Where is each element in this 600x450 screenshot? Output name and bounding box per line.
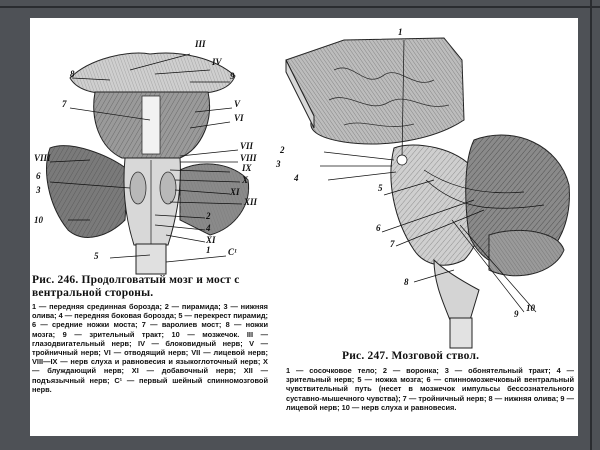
fig246-label-c1: C¹	[228, 247, 237, 257]
frame-top-line	[0, 6, 600, 8]
fig246-caption-body: 1 — передняя срединная борозда; 2 — пира…	[32, 302, 269, 394]
fig246-label-4: 4	[206, 223, 211, 233]
fig246-label-v: V	[234, 99, 241, 109]
fig246-label-6: 6	[36, 171, 41, 181]
fig247-label-3: 3	[276, 159, 281, 169]
fig246-label-vii: VII	[240, 141, 254, 151]
fig246-label-viii-left: VIII	[34, 153, 51, 163]
fig247-label-2: 2	[280, 145, 285, 155]
fig247-caption-title: Рис. 247. Мозговой ствол.	[342, 350, 480, 362]
fig246-label-9: 9	[230, 71, 235, 81]
fig246-label-10: 10	[34, 215, 43, 225]
fig247-label-5: 5	[378, 183, 383, 193]
fig246-label-iii: III	[195, 39, 206, 49]
slide-page: III IV 8 9 7 V VI VII VIII VIII 6 IX 3 X…	[30, 18, 578, 436]
brainstem-ventral-drawing	[46, 52, 250, 275]
fig246-label-2: 2	[206, 211, 211, 221]
fig246-label-xi: XI	[230, 187, 240, 197]
fig246-label-1: 1	[206, 245, 211, 255]
fig246-label-3: 3	[36, 185, 41, 195]
fig247-caption-body: 1 — сосочковое тело; 2 — воронка; 3 — об…	[286, 366, 574, 412]
frame-right-line	[590, 0, 592, 450]
fig246-label-xi-lower: XI	[206, 235, 216, 245]
brainstem-sagittal-drawing	[285, 37, 570, 349]
figure-246-illustration	[30, 30, 270, 276]
fig246-label-viii-right: VIII	[240, 153, 257, 163]
fig247-label-8: 8	[404, 277, 409, 287]
fig247-label-7: 7	[390, 239, 395, 249]
fig247-label-9: 9	[514, 309, 519, 319]
fig247-label-6: 6	[376, 223, 381, 233]
fig246-label-x: X	[242, 175, 249, 185]
figure-247-illustration	[274, 20, 574, 350]
fig246-label-5: 5	[94, 251, 99, 261]
fig247-label-4: 4	[294, 173, 299, 183]
fig246-label-ix: IX	[242, 163, 252, 173]
fig247-label-10: 10	[526, 303, 535, 313]
fig246-label-iv: IV	[212, 57, 222, 67]
fig246-label-8: 8	[70, 69, 75, 79]
fig247-label-1: 1	[398, 27, 403, 37]
fig246-caption-title: Рис. 246. Продолговатый мозг и мост с ве…	[32, 274, 240, 299]
fig246-label-xii: XII	[244, 197, 258, 207]
fig246-label-7: 7	[62, 99, 67, 109]
fig246-label-vi: VI	[234, 113, 244, 123]
